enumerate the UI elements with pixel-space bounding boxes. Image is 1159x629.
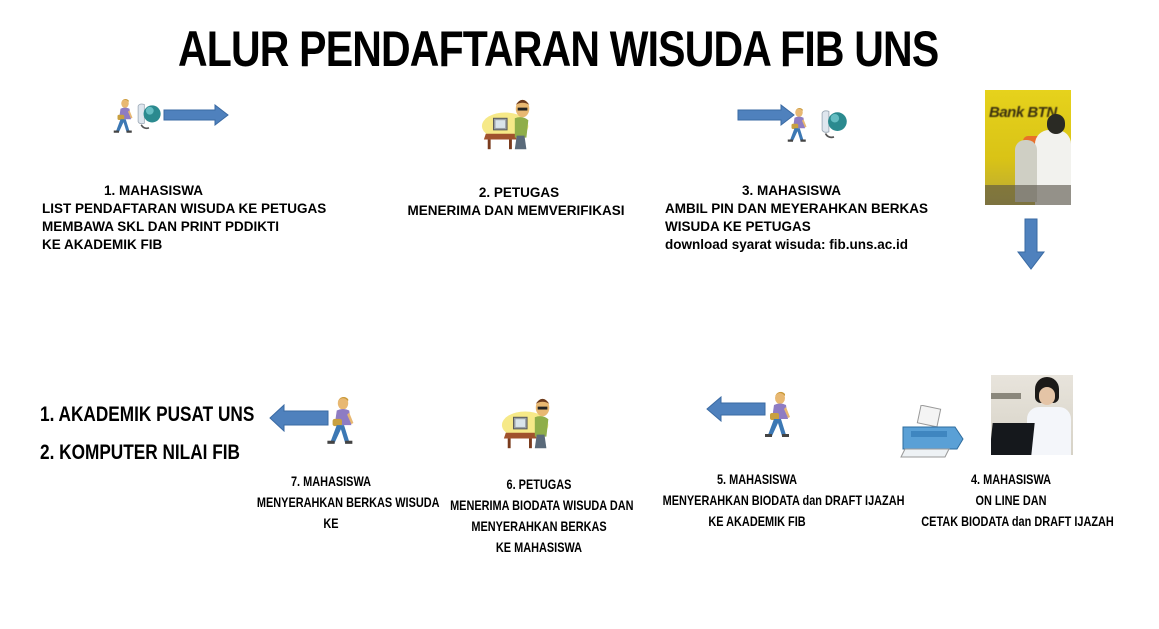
step-2-caption: 2. PETUGAS MENERIMA DAN MEMVERIFIKASI xyxy=(396,184,636,220)
step-5-caption: 5. MAHASISWA MENYERAHKAN BIODATA dan DRA… xyxy=(662,469,905,532)
step-4-line-2: CETAK BIODATA dan DRAFT IJAZAH xyxy=(921,513,1114,529)
step-5-line-1: MENYERAHKAN BIODATA dan DRAFT IJAZAH xyxy=(662,492,905,508)
step-3-line-2: WISUDA KE PETUGAS xyxy=(665,219,811,234)
step-6-line-1: MENERIMA BIODATA WISUDA DAN xyxy=(450,497,634,513)
destination-item: 2. KOMPUTER NILAI FIB xyxy=(40,441,240,464)
computer-icon xyxy=(816,108,852,142)
arrow-right-icon xyxy=(737,104,795,126)
step-3-line-3: download syarat wisuda: fib.uns.ac.id xyxy=(665,237,909,252)
step-1-heading: 1. MAHASISWA xyxy=(104,183,204,198)
step-6-line-3: KE MAHASISWA xyxy=(495,539,583,555)
step-2-heading: 2. PETUGAS xyxy=(478,185,560,200)
step-4-caption: 4. MAHASISWA ON LINE DAN CETAK BIODATA d… xyxy=(921,469,1114,532)
step-6-line-2: MENYERAHKAN BERKAS xyxy=(471,518,607,534)
step-4-line-1: ON LINE DAN xyxy=(975,492,1047,508)
woman-laptop-photo xyxy=(991,375,1073,455)
step-2-line-1: MENERIMA DAN MEMVERIFIKASI xyxy=(407,203,625,218)
student-walking-icon xyxy=(760,390,800,442)
step-4-heading: 4. MAHASISWA xyxy=(970,471,1052,487)
destination-item: 1. AKADEMIK PUSAT UNS xyxy=(40,403,255,426)
step-3-heading: 3. MAHASISWA xyxy=(742,183,842,198)
step-7-caption: 7. MAHASISWA MENYERAHKAN BERKAS WISUDA K… xyxy=(256,471,440,534)
step-5-heading: 5. MAHASISWA xyxy=(716,471,798,487)
step-1-line-3: KE AKADEMIK FIB xyxy=(42,237,163,252)
step-6-heading: 6. PETUGAS xyxy=(506,476,572,492)
step-6-caption: 6. PETUGAS MENERIMA BIODATA WISUDA DAN M… xyxy=(450,474,634,558)
step-5-line-2: KE AKADEMIK FIB xyxy=(708,513,806,529)
printer-icon xyxy=(897,405,967,460)
student-walking-icon xyxy=(322,396,364,448)
step-3-line-1: AMBIL PIN DAN MEYERAHKAN BERKAS xyxy=(665,201,929,216)
arrow-left-icon xyxy=(706,396,766,422)
arrow-right-icon xyxy=(163,104,229,126)
officer-at-desk-icon xyxy=(480,96,538,156)
computer-icon xyxy=(135,100,163,134)
step-1-caption: 1. MAHASISWA LIST PENDAFTARAN WISUDA KE … xyxy=(42,182,326,254)
student-walking-icon xyxy=(784,100,814,152)
arrow-down-icon xyxy=(1017,218,1045,270)
step-1-line-2: MEMBAWA SKL DAN PRINT PDDIKTI xyxy=(42,219,280,234)
bank-btn-logo-text: Bank BTN xyxy=(989,104,1057,121)
bank-btn-photo: Bank BTN xyxy=(985,90,1071,205)
step-7-line-2: KE xyxy=(323,515,339,531)
arrow-left-icon xyxy=(269,404,329,432)
destinations-list: 1. AKADEMIK PUSAT UNS 2. KOMPUTER NILAI … xyxy=(40,396,254,472)
page-title: ALUR PENDAFTARAN WISUDA FIB UNS xyxy=(178,21,939,77)
step-1-line-1: LIST PENDAFTARAN WISUDA KE PETUGAS xyxy=(42,201,327,216)
officer-at-desk-icon xyxy=(500,394,558,456)
step-7-line-1: MENYERAHKAN BERKAS WISUDA xyxy=(256,494,440,510)
step-7-heading: 7. MAHASISWA xyxy=(290,473,372,489)
step-3-caption: 3. MAHASISWA AMBIL PIN DAN MEYERAHKAN BE… xyxy=(665,182,928,254)
